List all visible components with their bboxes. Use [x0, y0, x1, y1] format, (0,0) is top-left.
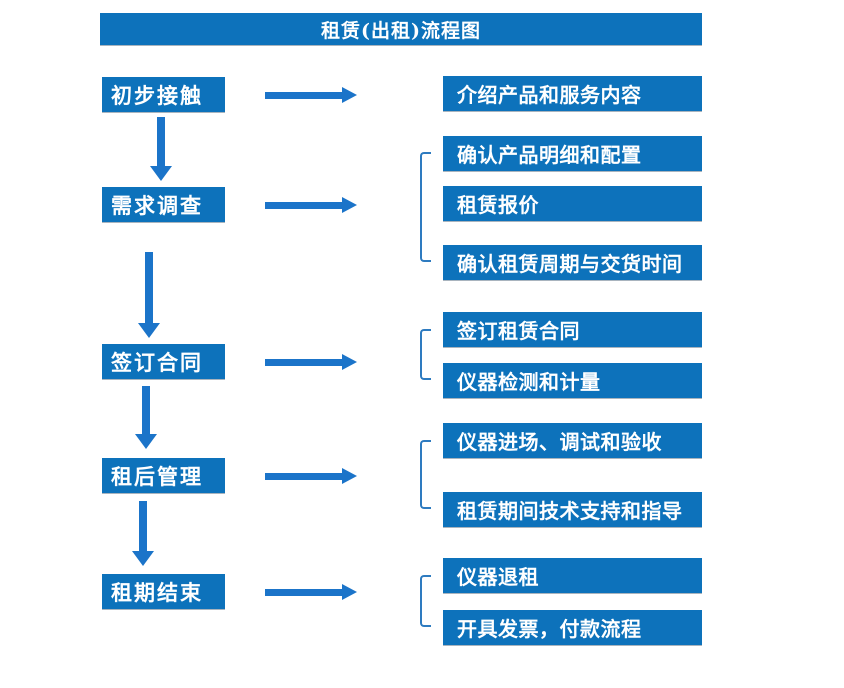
- arrow-stem: [265, 472, 342, 480]
- step-box-initial-contact: 初步接触: [102, 77, 225, 112]
- group-bracket-post-rental: [420, 440, 431, 509]
- arrow-right-icon: [265, 87, 357, 103]
- detail-box-instrument-setup: 仪器进场、调试和验收: [443, 423, 702, 458]
- arrow-right-icon: [265, 584, 357, 600]
- detail-box-confirm-config: 确认产品明细和配置: [443, 136, 702, 171]
- arrow-down-icon: [132, 501, 154, 566]
- detail-box-tech-support: 租赁期间技术支持和指导: [443, 492, 702, 527]
- group-bracket-rental-end: [420, 575, 431, 627]
- arrow-down-icon: [135, 386, 157, 449]
- arrow-stem: [145, 252, 153, 323]
- arrow-head: [138, 323, 160, 338]
- arrow-stem: [157, 117, 165, 166]
- arrow-head: [135, 434, 157, 449]
- arrow-stem: [265, 358, 342, 366]
- detail-box-invoice-payment: 开具发票，付款流程: [443, 610, 702, 645]
- group-bracket-sign-contract: [420, 329, 431, 380]
- arrow-right-icon: [265, 197, 357, 213]
- step-box-rental-end: 租期结束: [102, 574, 225, 609]
- arrow-head: [342, 584, 357, 600]
- step-box-demand-survey: 需求调查: [102, 187, 225, 222]
- arrow-right-icon: [265, 468, 357, 484]
- arrow-down-icon: [150, 117, 172, 181]
- arrow-head: [342, 197, 357, 213]
- group-bracket-demand-survey: [420, 152, 431, 262]
- flowchart-title: 租赁(出租)流程图: [100, 13, 702, 45]
- arrow-stem: [139, 501, 147, 551]
- arrow-stem: [265, 201, 342, 209]
- arrow-stem: [265, 588, 342, 596]
- arrow-head: [150, 166, 172, 181]
- detail-box-intro-products: 介绍产品和服务内容: [443, 76, 702, 111]
- detail-box-instrument-return: 仪器退租: [443, 558, 702, 593]
- detail-box-confirm-period: 确认租赁周期与交货时间: [443, 245, 702, 280]
- detail-box-instrument-test: 仪器检测和计量: [443, 363, 702, 398]
- arrow-down-icon: [138, 252, 160, 338]
- arrow-head: [342, 87, 357, 103]
- detail-box-rental-quote: 租赁报价: [443, 186, 702, 221]
- arrow-right-icon: [265, 354, 357, 370]
- arrow-head: [342, 468, 357, 484]
- step-box-sign-contract: 签订合同: [102, 344, 225, 379]
- arrow-stem: [142, 386, 150, 434]
- arrow-stem: [265, 91, 342, 99]
- detail-box-sign-lease: 签订租赁合同: [443, 312, 702, 347]
- step-box-post-rental: 租后管理: [102, 458, 225, 493]
- arrow-head: [132, 551, 154, 566]
- arrow-head: [342, 354, 357, 370]
